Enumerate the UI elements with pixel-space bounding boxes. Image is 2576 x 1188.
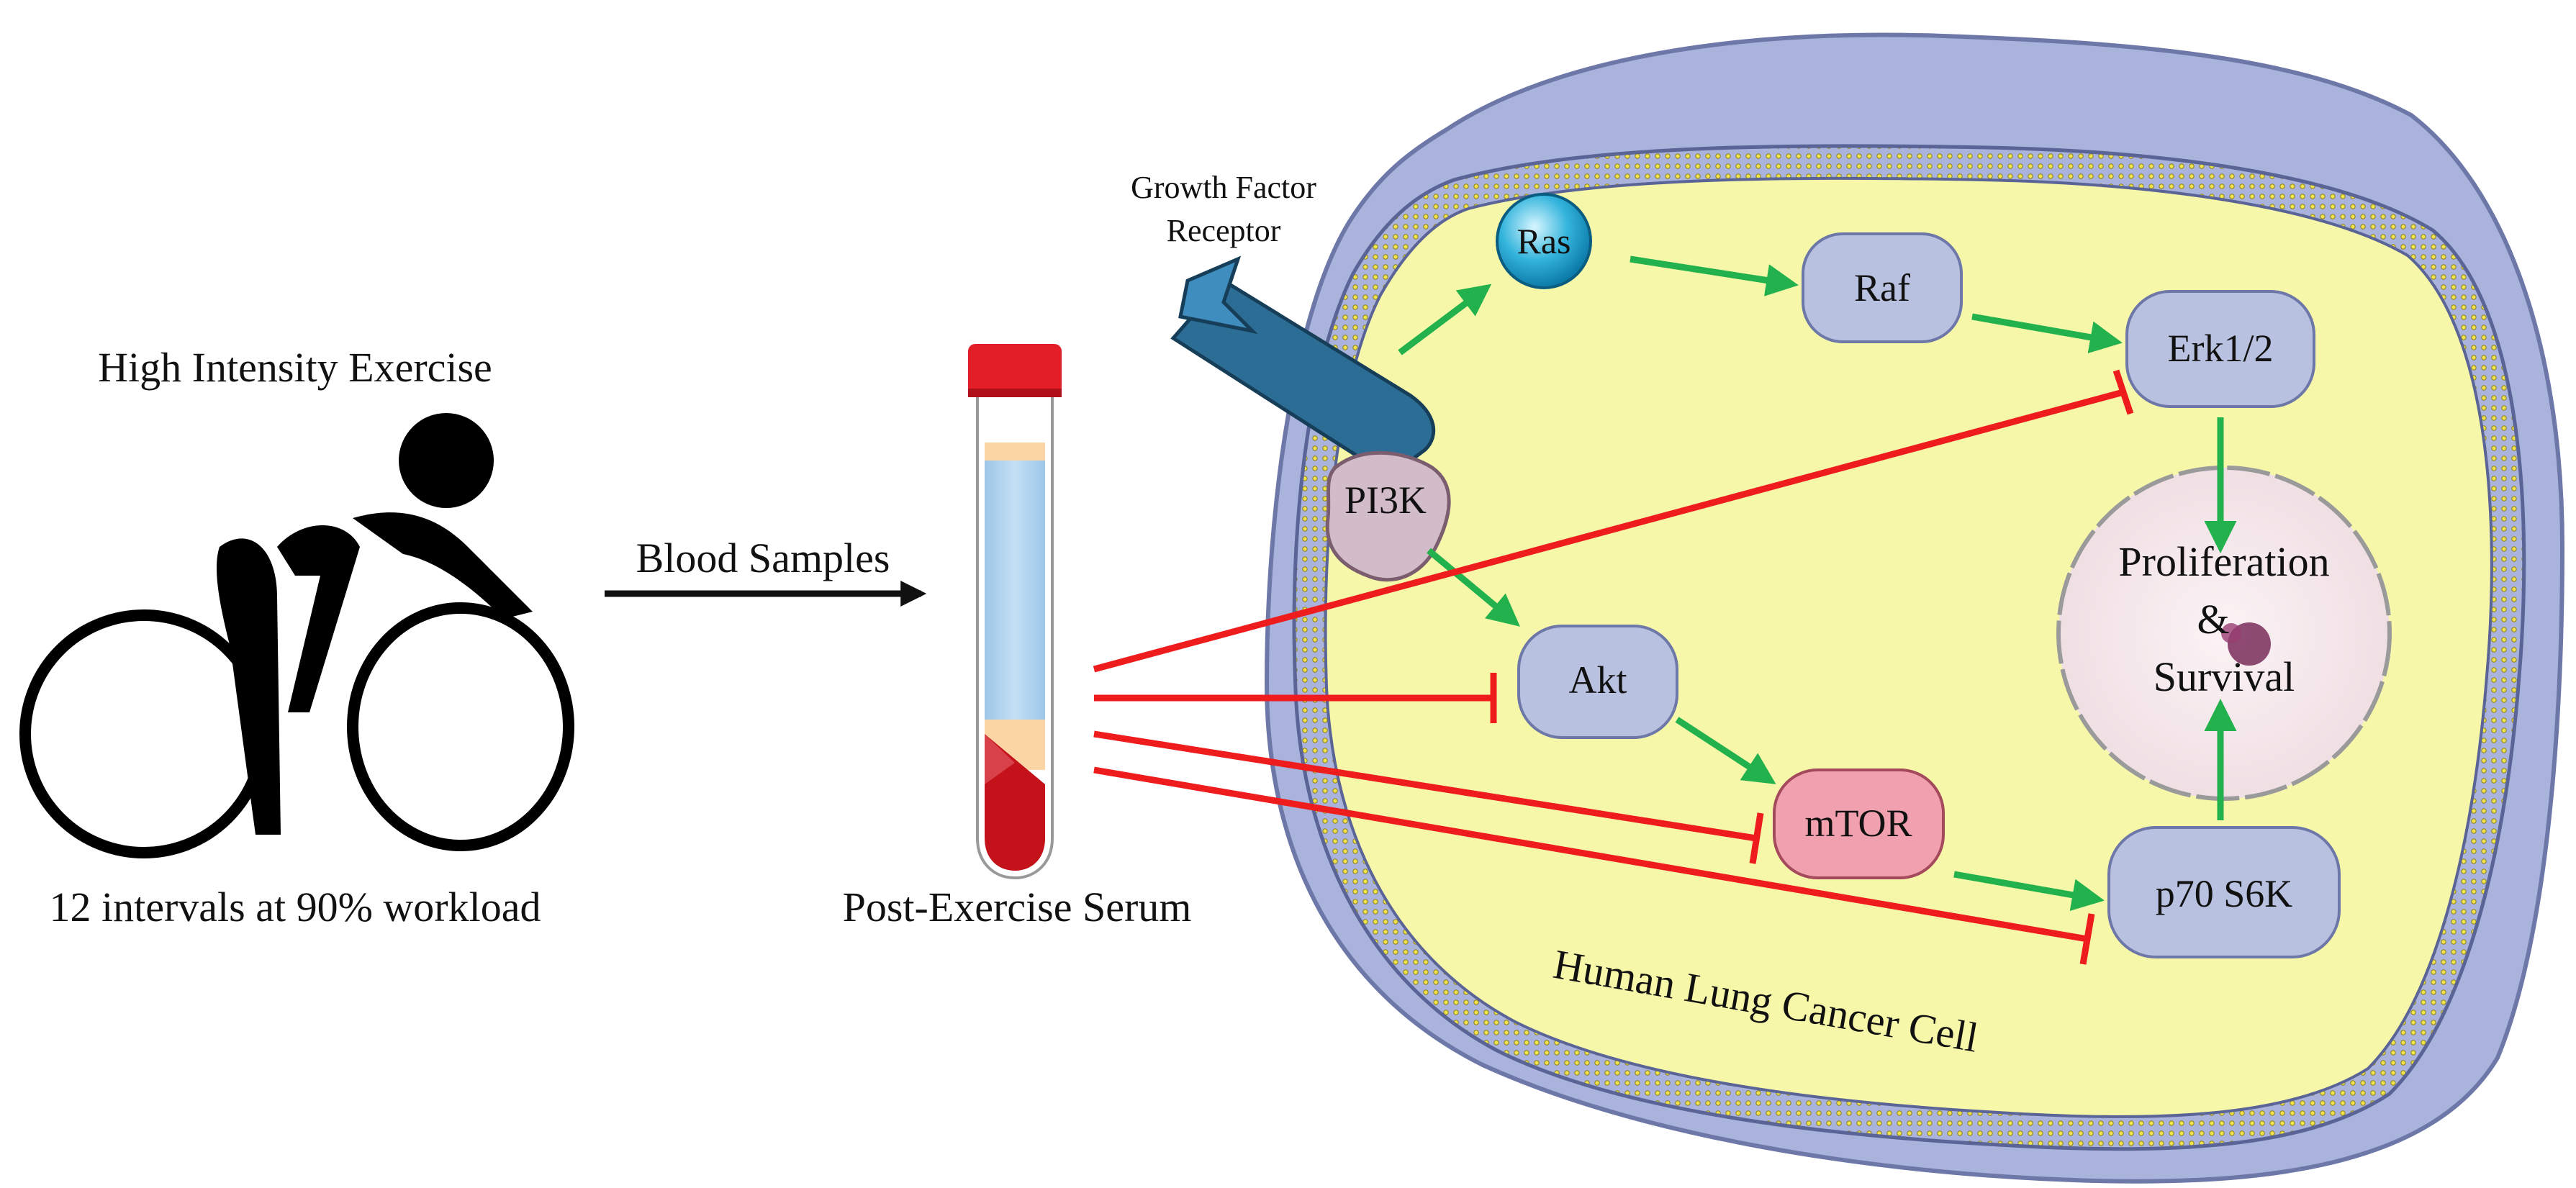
ras-label: Ras: [1517, 221, 1571, 261]
mtor-label: mTOR: [1804, 802, 1912, 845]
arrow-receptor-ras: [1398, 284, 1492, 355]
arrow-raf-erk: [1971, 313, 2123, 353]
inhibit-mtor: [1093, 730, 1757, 842]
erk-node: [2125, 290, 2315, 408]
akt-label: Akt: [1569, 658, 1627, 702]
receptor-label-line2: Receptor: [1167, 213, 1281, 248]
blood-samples-label: Blood Samples: [636, 535, 890, 581]
akt-node: [1517, 625, 1678, 739]
ras-node: [1496, 193, 1592, 289]
serum-label: Post-Exercise Serum: [843, 884, 1192, 930]
p70s6k-node: [2107, 826, 2341, 958]
erk-label: Erk1/2: [2168, 327, 2274, 370]
pi3k-label: PI3K: [1345, 479, 1427, 522]
arrow-akt-mtor: [1675, 717, 1776, 784]
arrow-pi3k-akt: [1427, 548, 1520, 627]
outcome-line3: Survival: [2154, 653, 2295, 700]
exercise-title: High Intensity Exercise: [98, 344, 492, 391]
inhibit-erk: [1093, 389, 2125, 673]
inhibition-lines: [1093, 369, 2134, 965]
blood-tube-icon: [968, 344, 1062, 880]
p70s6k-label: p70 S6K: [2156, 872, 2293, 915]
receptor-label-line1: Growth Factor: [1131, 170, 1316, 205]
arrow-ras-raf: [1630, 255, 1799, 296]
raf-label: Raf: [1854, 266, 1910, 309]
arrow-mtor-p70: [1953, 871, 2105, 911]
activation-arrows: [1398, 255, 2237, 911]
outcome-line1: Proliferation: [2118, 538, 2329, 585]
raf-node: [1802, 232, 1963, 343]
pi3k-node: [1325, 450, 1451, 582]
exercise-subtitle: 12 intervals at 90% workload: [50, 884, 541, 930]
nucleus-icon: [2056, 466, 2392, 801]
cyclist-icon: [19, 413, 574, 858]
inhibit-p70: [1093, 766, 2088, 943]
mtor-node: [1773, 768, 1945, 879]
outcome-line2: &: [2197, 596, 2229, 643]
growth-factor-receptor-icon: [1170, 255, 1436, 469]
